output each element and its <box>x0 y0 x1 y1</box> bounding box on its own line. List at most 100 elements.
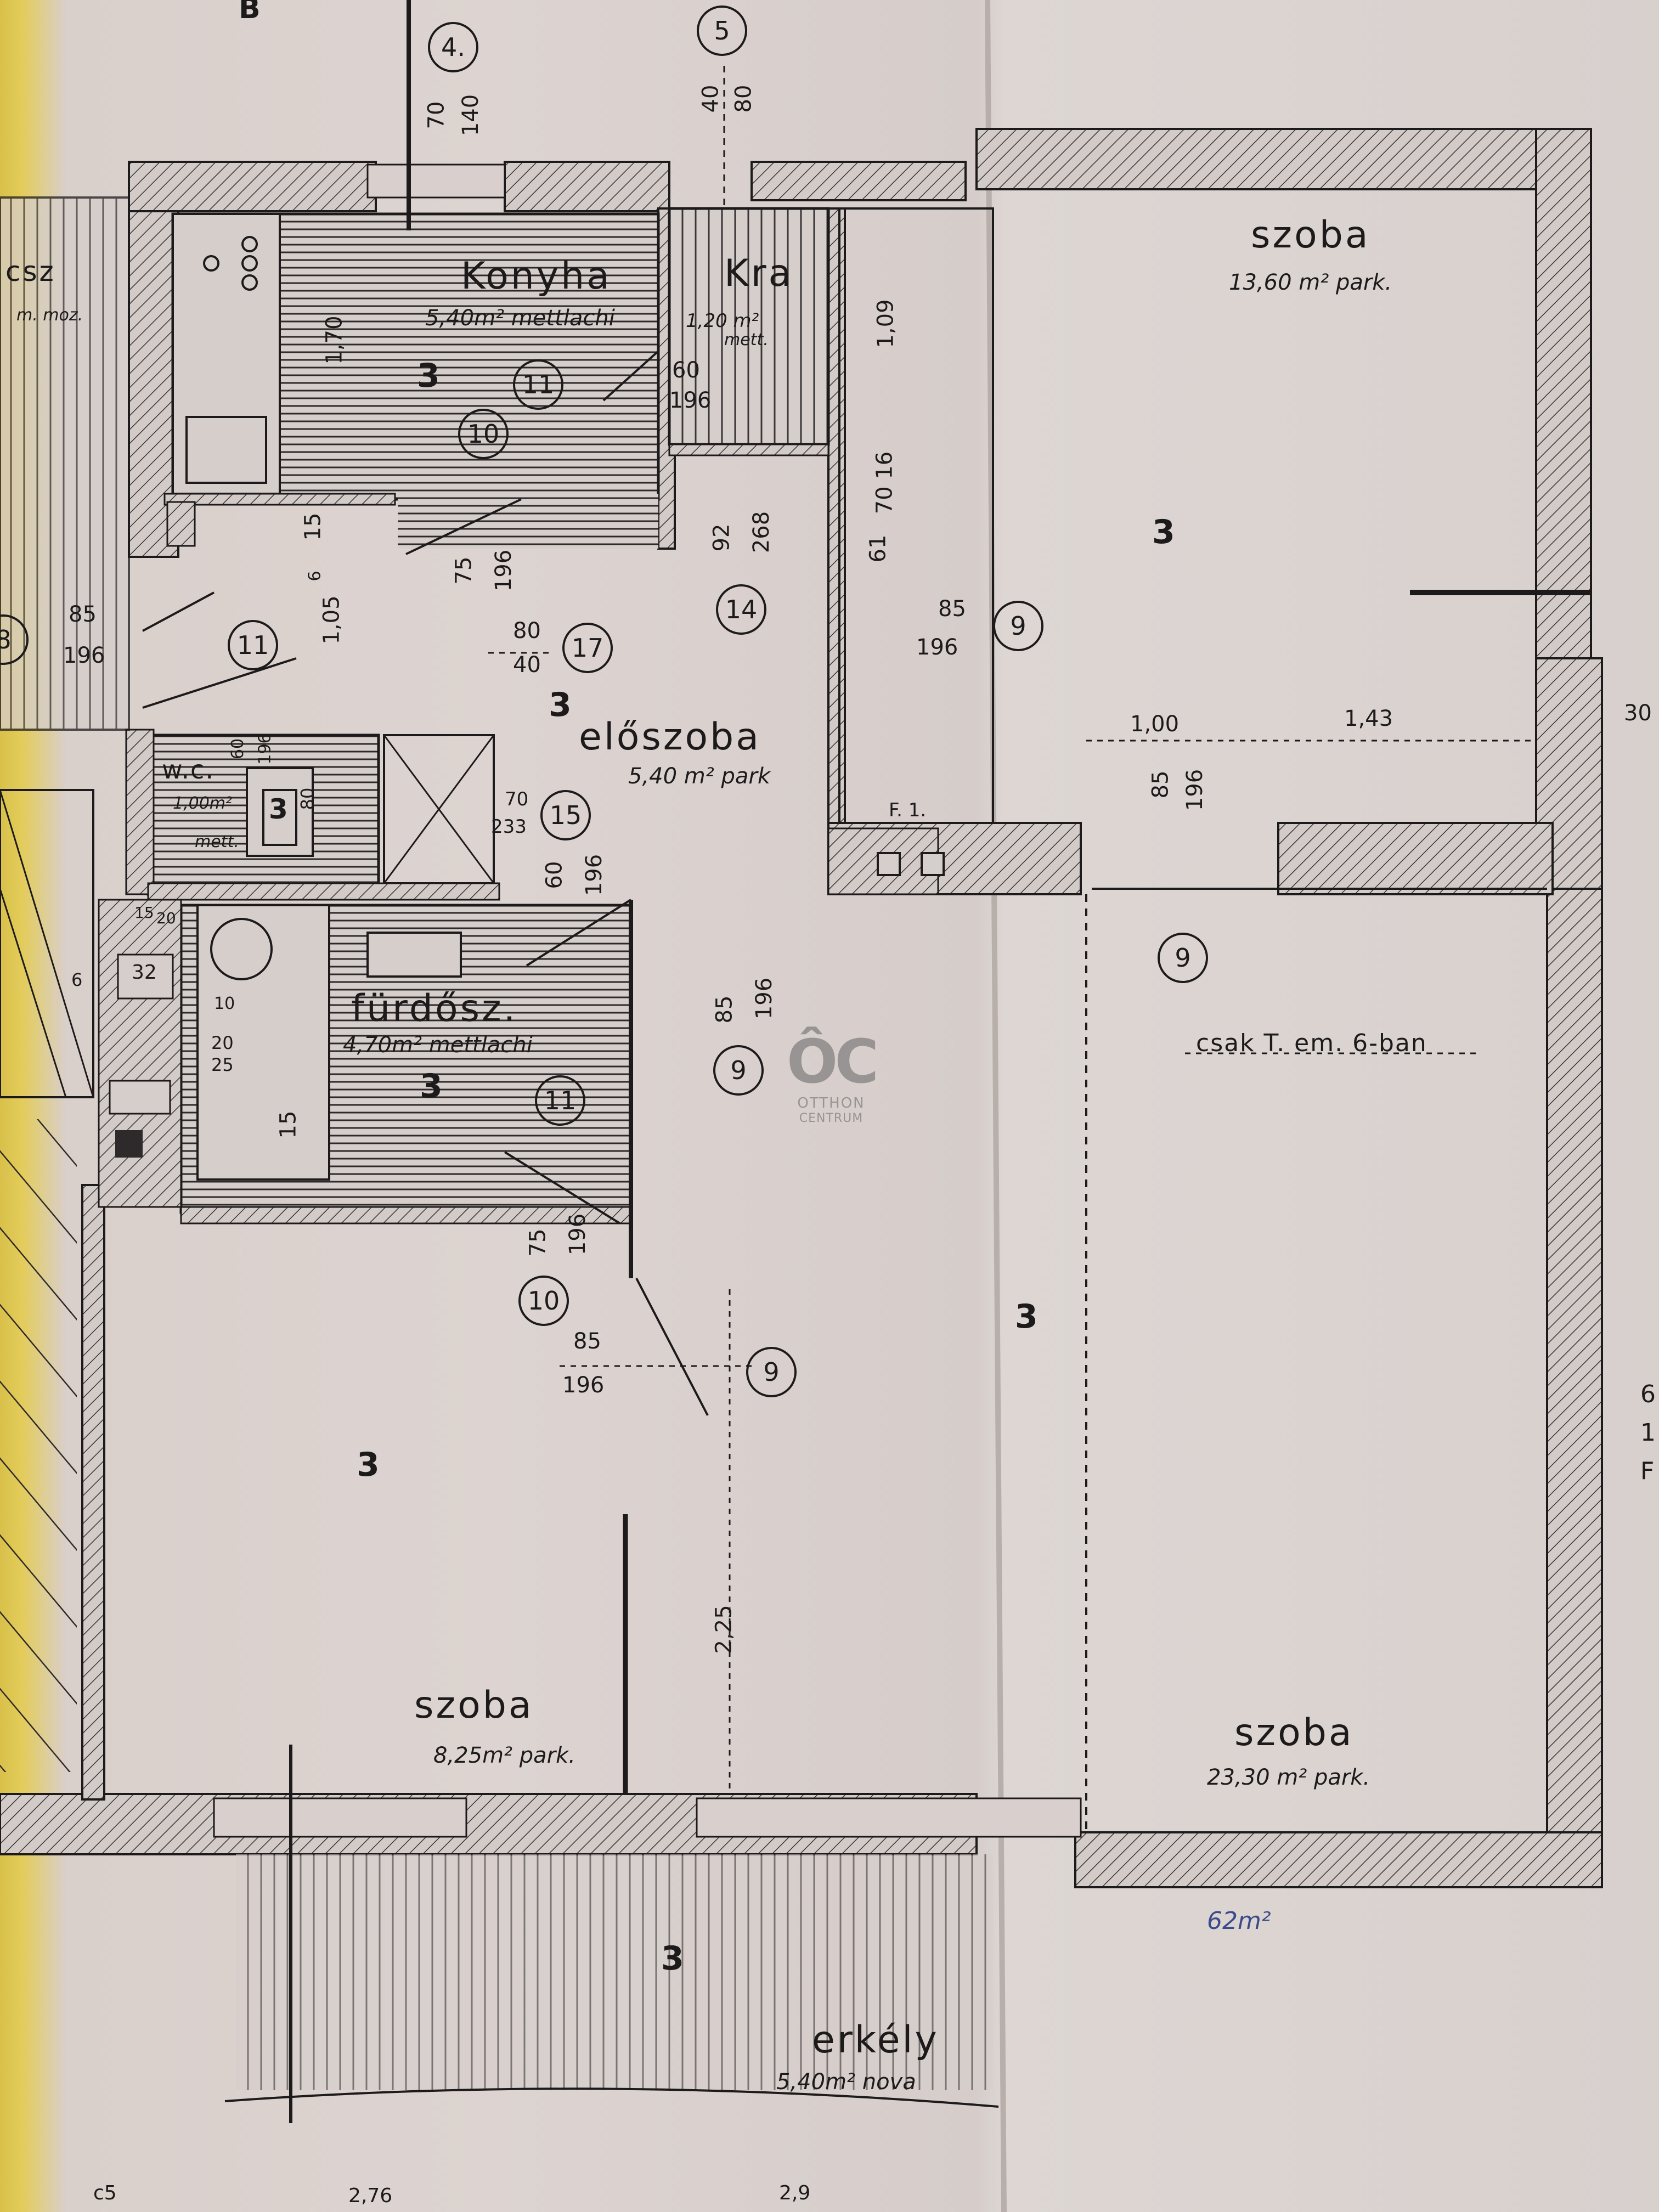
dim-40-b: 40 <box>513 652 541 678</box>
dim-196: 196 <box>491 549 517 592</box>
grid-marker-5: 5 <box>697 5 747 56</box>
door-swings <box>142 350 709 1416</box>
pantry-area: 1,20 m² <box>686 310 759 332</box>
dim-6-b: 6 <box>71 969 83 990</box>
dim-85-mid: 85 <box>938 596 966 622</box>
dim-105: 1,05 <box>319 595 345 645</box>
dim-80-wc: 80 <box>297 787 318 810</box>
door-circle: 11 <box>513 359 563 410</box>
dim-30: 30 <box>1624 701 1652 726</box>
door-circle: 15 <box>540 790 591 840</box>
dim-80: 80 <box>513 618 541 644</box>
small-room-area: 8,25m² park. <box>433 1743 576 1768</box>
paper-fold <box>985 0 1007 2212</box>
grid-marker-4: 4. <box>428 22 478 72</box>
bathtub <box>196 904 330 1181</box>
floor-code: 3 <box>417 357 440 395</box>
floor-code: 3 <box>1152 513 1175 551</box>
wc-name: w.c. <box>162 755 215 785</box>
floor-code: 3 <box>549 686 572 724</box>
dim-70-b: 70 <box>505 788 529 810</box>
dim-85-left: 85 <box>69 602 97 627</box>
door-circle: 11 <box>228 620 278 670</box>
big-room-name: szoba <box>1234 1711 1354 1754</box>
left-room-name: csz <box>5 256 56 287</box>
floor-code: 3 <box>661 1939 684 1978</box>
wc-floor-type: mett. <box>195 832 239 851</box>
total-area-note: 62m² <box>1207 1907 1271 1935</box>
dim-15: 15 <box>300 512 326 541</box>
stove <box>172 213 281 495</box>
dim-70: 70 <box>424 101 449 129</box>
dim-25: 25 <box>211 1054 234 1075</box>
dim-75-b: 75 <box>525 1228 551 1257</box>
dim-196-left: 196 <box>63 643 105 668</box>
right-edge-6: 6 <box>1640 1380 1656 1408</box>
dim-100: 1,00 <box>1130 712 1180 737</box>
walls <box>0 128 1603 1888</box>
small-room-name: szoba <box>414 1684 534 1727</box>
dim-20: 20 <box>211 1032 234 1053</box>
dim-32: 32 <box>132 961 157 984</box>
door-circle: 9 <box>1158 933 1208 983</box>
dim-196-b: 196 <box>582 854 607 896</box>
dim-196-bottom: 196 <box>562 1373 605 1398</box>
dim-75: 75 <box>451 556 477 585</box>
dim-40: 40 <box>698 84 724 113</box>
dimension-lines <box>488 652 1536 1794</box>
pantry-floor <box>668 207 830 446</box>
top-room-area: 13,60 m² park. <box>1229 270 1392 295</box>
door-circle: 10 <box>518 1276 569 1326</box>
dim-196-c: 196 <box>752 977 777 1020</box>
dim-225: 2,25 <box>711 1605 737 1654</box>
floor-code: 3 <box>420 1067 443 1105</box>
kitchen-name: Konyha <box>461 255 612 298</box>
balcony-name: erkély <box>812 2018 939 2062</box>
dim-276: 2,76 <box>348 2185 393 2207</box>
dim-170: 1,70 <box>321 315 347 365</box>
door-circle: 11 <box>535 1075 585 1126</box>
bathroom-name: fürdősz. <box>351 987 518 1030</box>
right-edge-1: 1 <box>1640 1419 1656 1447</box>
hall-area: 5,40 m² park <box>628 764 771 789</box>
dim-143: 1,43 <box>1344 706 1393 731</box>
fl-note: F. 1. <box>889 799 927 821</box>
corner-letter: B <box>239 0 261 25</box>
windows <box>213 163 1082 1838</box>
watermark-line1: OTTHON <box>797 1095 865 1111</box>
hall-name: előszoba <box>579 715 761 759</box>
dim-60: 60 <box>672 358 700 383</box>
big-room-area: 23,30 m² park. <box>1207 1765 1370 1790</box>
door-circle: 9 <box>713 1045 764 1096</box>
watermark-logo: ÔC <box>786 1026 879 1097</box>
dim-268: 268 <box>749 511 775 554</box>
dim-196-wc: 196 <box>255 733 275 765</box>
wc-area: 1,00m² <box>173 794 233 813</box>
pantry-name: Kra <box>724 252 794 295</box>
door-circle: 9 <box>746 1347 797 1397</box>
left-room-floor: m. moz. <box>16 306 83 325</box>
dim-85-door: 85 <box>1148 770 1173 799</box>
note-only-6: csak T. em. 6-ban <box>1196 1029 1427 1057</box>
floor-code: 3 <box>1015 1297 1038 1336</box>
kitchen-area: 5,40m² mettlachi <box>425 306 615 331</box>
dim-80: 80 <box>731 84 757 113</box>
dim-196-d: 196 <box>565 1213 591 1256</box>
dim-496: 196 <box>669 388 712 413</box>
dim-109: 1,09 <box>873 299 899 348</box>
floor-code: 3 <box>357 1446 380 1484</box>
dim-140: 140 <box>458 94 484 137</box>
dim-60-b: 60 <box>541 861 567 889</box>
dim-60-wc: 60 <box>228 738 248 760</box>
balcony-area: 5,40m² nova <box>776 2069 916 2095</box>
pantry-floor-type: mett. <box>724 330 769 349</box>
dim-6: 6 <box>305 571 325 582</box>
right-edge-f: F <box>1640 1457 1655 1485</box>
stair-hatch <box>0 1119 77 1772</box>
top-room-name: szoba <box>1251 213 1370 257</box>
floor-code: 3 <box>269 793 288 825</box>
dim-15-b: 15 <box>275 1110 301 1139</box>
dim-10: 10 <box>214 994 235 1013</box>
